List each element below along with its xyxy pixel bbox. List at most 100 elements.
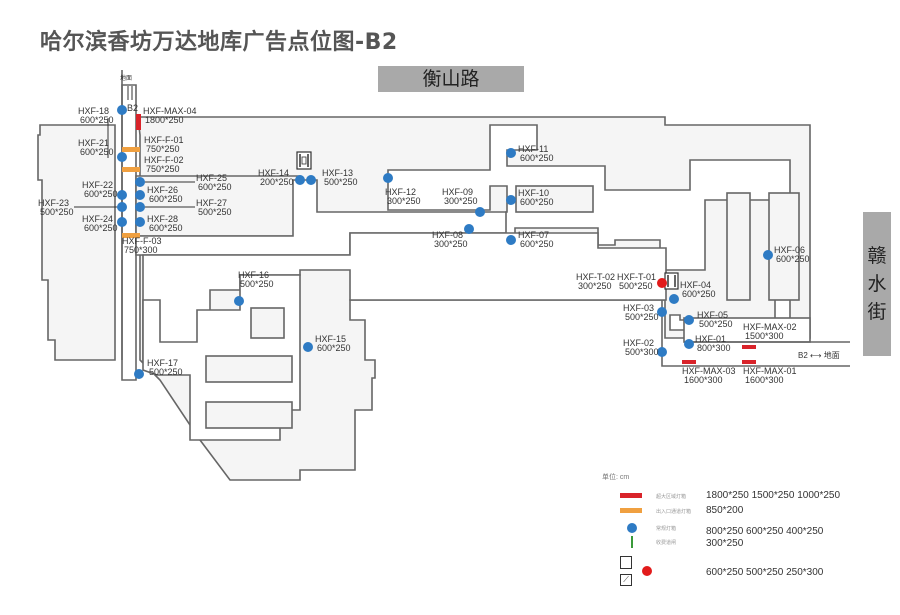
ad-point-hxf-12[interactable]	[383, 173, 393, 183]
ad-point-size: 1600*300	[684, 375, 723, 385]
ad-point-hxf-25[interactable]	[135, 177, 145, 187]
orange-bar-icon	[620, 508, 642, 513]
ad-point-size: 1800*250	[145, 115, 184, 125]
entrance-boxes	[122, 147, 140, 238]
legend-values: 1800*250 1500*250 1000*250	[706, 490, 841, 501]
ad-point-hxf-27[interactable]	[135, 202, 145, 212]
ad-point-size: 800*300	[697, 343, 731, 353]
ad-point-size: 600*250	[520, 197, 554, 207]
ad-point-hxf-04[interactable]	[669, 294, 679, 304]
ad-point-id: HXF-22	[82, 180, 113, 190]
ad-point-id: HXF-04	[680, 280, 711, 290]
legend-desc: 出入口通道灯箱	[656, 509, 692, 515]
ad-point-size: 300*250	[578, 281, 612, 291]
ad-point-id: HXF-01	[695, 334, 726, 344]
ad-point-size: 500*250	[699, 319, 733, 329]
ad-point-hxf-15[interactable]	[303, 342, 313, 352]
barrier-icon	[631, 536, 633, 548]
ad-point-hxf-22[interactable]	[117, 190, 127, 200]
street-char: 赣	[867, 245, 887, 267]
ad-point-hxf-16[interactable]	[234, 296, 244, 306]
legend-values: 600*250 500*250 250*300	[706, 567, 824, 578]
ad-point-size: 600*250	[317, 343, 351, 353]
elevator-icon	[664, 272, 679, 290]
ad-point-size: 750*250	[146, 164, 180, 174]
ad-point-size: 500*300	[625, 347, 659, 357]
ad-point-size: 200*250	[260, 177, 294, 187]
street-char: 街	[867, 301, 887, 323]
ad-point-hxf-13[interactable]	[306, 175, 316, 185]
ad-point-id: HXF-07	[518, 230, 549, 240]
ad-point-size: 600*250	[80, 147, 114, 157]
ad-point-hxf-03[interactable]	[657, 307, 667, 317]
ad-point-hxf-11[interactable]	[506, 148, 516, 158]
parking-blocks	[205, 185, 811, 429]
entrance-box-f02	[122, 167, 140, 172]
street-label-right: 赣 水 街	[863, 212, 891, 356]
ad-point-id: HXF-27	[196, 198, 227, 208]
ad-point-size: 300*250	[444, 196, 478, 206]
ad-point-hxf-26[interactable]	[135, 190, 145, 200]
exit-label-ground-top: 地面	[120, 74, 132, 82]
ad-point-id: HXF-T-02	[576, 272, 615, 282]
ad-point-hxf-09[interactable]	[475, 207, 485, 217]
ad-point-hxf-10[interactable]	[506, 195, 516, 205]
legend-values: 800*250 600*250 400*250	[706, 526, 824, 537]
ad-point-hxf-18[interactable]	[117, 105, 127, 115]
ad-point-size: 500*250	[198, 207, 232, 217]
ad-point-id: HXF-09	[442, 187, 473, 197]
ad-point-id: HXF-26	[147, 185, 178, 195]
max-box-02	[742, 345, 756, 349]
ad-point-hxf-24[interactable]	[117, 217, 127, 227]
exit-arrows-top	[127, 86, 133, 100]
legend-row-max: 超大区域灯箱 1800*250 1500*250 1000*250	[600, 490, 880, 504]
ad-point-hxf-28[interactable]	[135, 217, 145, 227]
ad-point-hxf-23[interactable]	[117, 202, 127, 212]
ad-point-size: 1500*300	[745, 331, 784, 341]
escalator-icon: ⟋	[620, 574, 632, 586]
ad-point-hxf-05[interactable]	[684, 315, 694, 325]
ad-point-size: 300*250	[387, 196, 421, 206]
ad-point-id: HXF-05	[697, 310, 728, 320]
ad-point-hxf-02[interactable]	[657, 347, 667, 357]
ad-point-size: 600*250	[682, 289, 716, 299]
exit-label-right: B2 ⟷ 地面	[798, 350, 840, 360]
ad-point-id: HXF-23	[38, 198, 69, 208]
ad-point-size: 500*250	[324, 177, 358, 187]
red-dot-icon	[642, 566, 652, 576]
ad-point-size: 600*250	[198, 182, 232, 192]
corridor-vertical-left	[121, 84, 137, 381]
ad-point-id: HXF-02	[623, 338, 654, 348]
legend-row-barrier: 收费道闸 300*250	[600, 536, 880, 550]
ad-point-hxf-t-01[interactable]	[657, 278, 667, 288]
red-bar-icon	[620, 493, 642, 498]
ad-points	[117, 105, 773, 379]
ad-point-size: 600*250	[84, 189, 118, 199]
ad-point-id: HXF-28	[147, 214, 178, 224]
ad-point-id: HXF-08	[432, 230, 463, 240]
blue-dot-icon	[627, 523, 637, 533]
ad-point-hxf-06[interactable]	[763, 250, 773, 260]
ad-point-size: 750*300	[124, 245, 158, 255]
ad-point-hxf-08[interactable]	[464, 224, 474, 234]
ad-point-hxf-17[interactable]	[134, 369, 144, 379]
ad-point-id: HXF-16	[238, 270, 269, 280]
ad-point-hxf-21[interactable]	[117, 152, 127, 162]
ad-point-hxf-07[interactable]	[506, 235, 516, 245]
ad-point-id: HXF-12	[385, 187, 416, 197]
street-char: 水	[867, 273, 887, 295]
ad-point-id: HXF-06	[774, 245, 805, 255]
max-box-03	[682, 360, 696, 364]
left-wing	[37, 124, 116, 361]
ad-point-hxf-01[interactable]	[684, 339, 694, 349]
ad-point-size: 500*250	[625, 312, 659, 322]
ad-point-size: 500*250	[619, 281, 653, 291]
ad-point-id: HXF-F-01	[144, 135, 184, 145]
legend-values: 300*250	[706, 538, 744, 549]
ad-point-size: 600*250	[520, 153, 554, 163]
legend-desc: 常规灯箱	[656, 526, 677, 532]
ad-point-size: 1600*300	[745, 375, 784, 385]
ad-point-id: HXF-MAX-04	[143, 106, 197, 116]
ad-point-hxf-14[interactable]	[295, 175, 305, 185]
